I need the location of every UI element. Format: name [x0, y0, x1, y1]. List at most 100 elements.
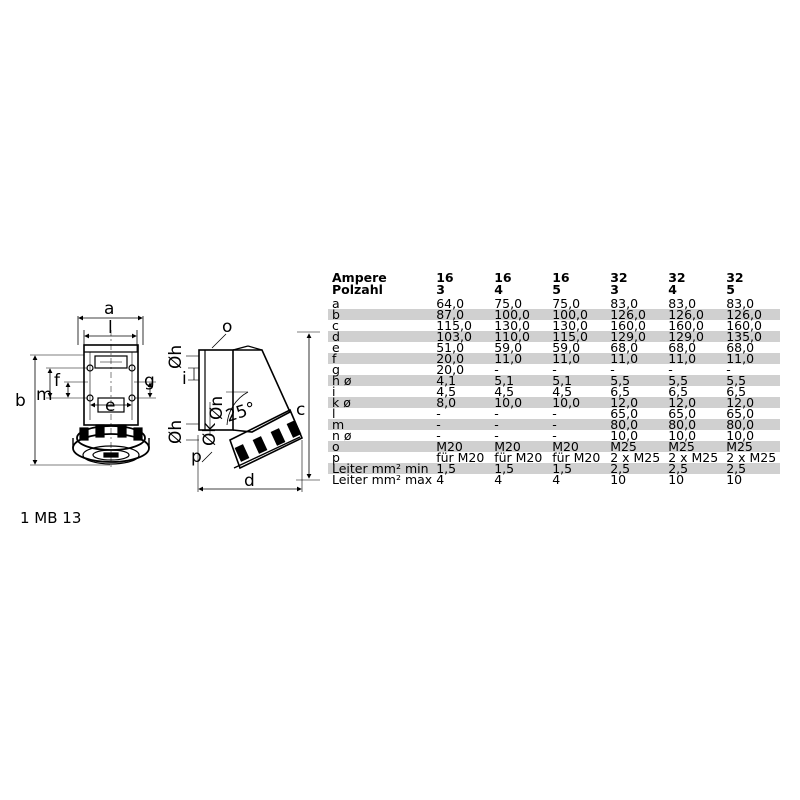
- table-cell: M25: [606, 440, 665, 453]
- row-label-cell: i: [332, 384, 336, 399]
- header-polzahl: Polzahl: [332, 282, 383, 297]
- dim-b-label: b: [15, 391, 26, 411]
- table-cell: 110,0: [490, 330, 549, 343]
- table-cell: 80,0: [664, 418, 723, 431]
- angle-label: 25°: [223, 398, 258, 426]
- table-cell: 10,0: [610, 428, 639, 443]
- table-cell: 1,5: [432, 462, 491, 475]
- table-cell: 6,5: [726, 384, 747, 399]
- table-cell: 130,0: [494, 318, 530, 333]
- table-cell: 75,0: [494, 296, 523, 311]
- dim-c-label: c: [296, 400, 305, 420]
- row-label-cell: p: [332, 450, 340, 465]
- table-cell: -: [726, 362, 731, 377]
- table-cell: 20,0: [432, 352, 491, 365]
- table-cell: -: [552, 428, 557, 443]
- side-view: [186, 331, 320, 492]
- row-label-cell: g: [332, 362, 340, 377]
- header-ampere-value: 16: [436, 270, 454, 285]
- table-cell: 5,1: [490, 374, 549, 387]
- table-cell: 83,0: [610, 296, 639, 311]
- table-cell: 80,0: [606, 418, 665, 431]
- dim-l-label: l: [108, 318, 113, 338]
- table-cell: 100,0: [548, 308, 607, 321]
- table-cell: 4,5: [436, 384, 457, 399]
- table-cell: -: [494, 362, 499, 377]
- dim-k-label: Øk: [200, 423, 220, 446]
- table-cell: 100,0: [490, 308, 549, 321]
- table-cell: 65,0: [726, 406, 755, 421]
- product-code: 1 MB 13: [20, 509, 82, 527]
- front-view-labels: a l b m f g e: [15, 299, 155, 416]
- table-cell: für M20: [494, 450, 543, 465]
- table-cell: 75,0: [552, 296, 581, 311]
- side-view-labels: o Øh i Øn Øh Øk 25° c p d: [166, 317, 305, 491]
- table-cell: 5,1: [548, 374, 607, 387]
- table-cell: 129,0: [664, 330, 723, 343]
- row-label-cell: k ø: [328, 396, 433, 409]
- header-ampere-value: 32: [668, 270, 686, 285]
- row-label-cell: l: [332, 406, 336, 421]
- table-cell: 68,0: [726, 340, 755, 355]
- header-polzahl-value: 3: [610, 282, 619, 297]
- table-cell: 10,0: [726, 428, 755, 443]
- table-cell: 10: [668, 472, 685, 487]
- row-label-cell: f: [328, 352, 433, 365]
- table-cell: 2 x M25: [610, 450, 661, 465]
- table-cell: 4,5: [494, 384, 515, 399]
- row-label-cell: Leiter mm² max: [332, 472, 433, 487]
- table-cell: 130,0: [552, 318, 588, 333]
- table-cell: M20: [432, 440, 491, 453]
- table-cell: 160,0: [668, 318, 704, 333]
- table-cell: 126,0: [722, 308, 781, 321]
- table-cell: -: [436, 406, 441, 421]
- row-label-cell: c: [332, 318, 339, 333]
- row-label-cell: n ø: [332, 428, 352, 443]
- table-cell: für M20: [436, 450, 485, 465]
- table-cell: 5,5: [664, 374, 723, 387]
- dim-e-label: e: [105, 396, 115, 416]
- header-ampere: Ampere: [332, 270, 387, 285]
- table-cell: -: [610, 362, 615, 377]
- dim-g-label: g: [144, 371, 155, 391]
- table-cell: 65,0: [610, 406, 639, 421]
- table-cell: 1,5: [490, 462, 549, 475]
- row-label-cell: o: [328, 440, 433, 453]
- table-cell: 2,5: [722, 462, 781, 475]
- table-cell: -: [552, 362, 557, 377]
- dim-h-top-label: Øh: [166, 345, 186, 369]
- table-cell: 103,0: [432, 330, 491, 343]
- row-label-cell: b: [328, 308, 433, 321]
- table-cell: M25: [664, 440, 723, 453]
- technical-drawing: a l b m f g e: [15, 299, 320, 492]
- table-cell: 115,0: [436, 318, 472, 333]
- table-cell: 59,0: [494, 340, 523, 355]
- header-label-cell: Ampere Polzahl: [328, 268, 432, 298]
- table-cell: 2,5: [606, 462, 665, 475]
- table-cell: 11,0: [490, 352, 549, 365]
- table-cell: 51,0: [436, 340, 465, 355]
- table-cell: 135,0: [722, 330, 781, 343]
- front-view: [30, 315, 156, 470]
- table-cell: -: [548, 418, 607, 431]
- header-polzahl-value: 4: [494, 282, 503, 297]
- table-cell: 11,0: [606, 352, 665, 365]
- table-cell: 12,0: [606, 396, 665, 409]
- header-ampere-value: 16: [552, 270, 570, 285]
